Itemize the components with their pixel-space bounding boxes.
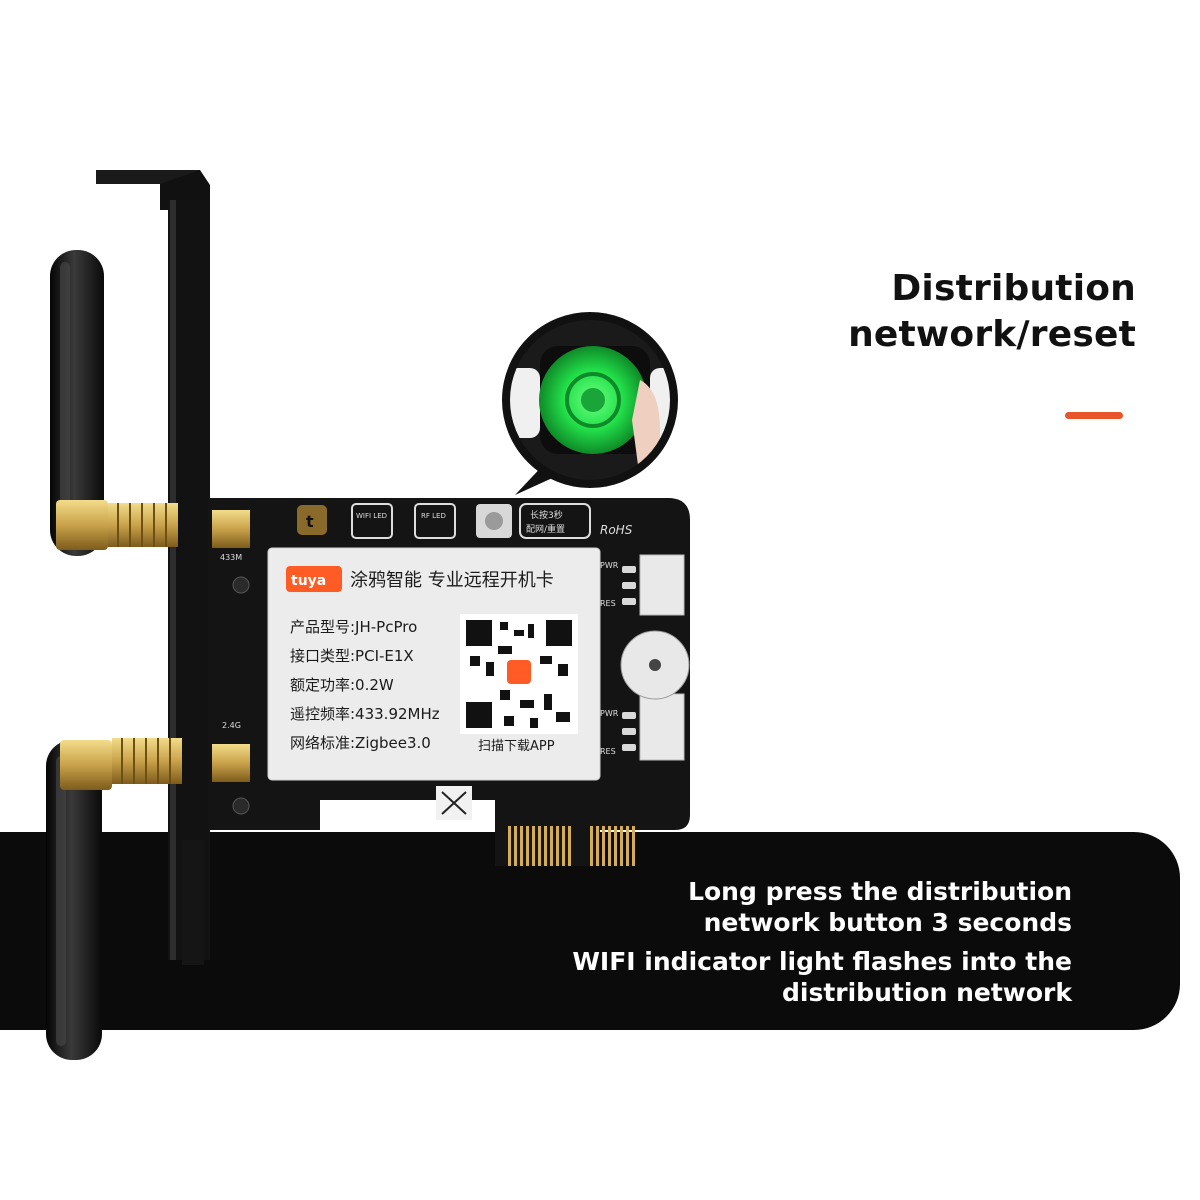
wifi-led-label: WIFI LED	[356, 512, 387, 520]
banner-line-1: Long press the distribution	[688, 877, 1072, 906]
qr-caption: 扫描下载APP	[478, 739, 555, 754]
product-label	[267, 547, 601, 781]
headline-line-2: network/reset	[848, 314, 1136, 355]
pwr-label: PWR	[600, 561, 619, 570]
spec-line: 遥控频率:433.92MHz	[290, 705, 440, 723]
gold-fingers	[505, 822, 635, 866]
rf-led-label: RF LED	[421, 512, 446, 520]
banner-line-2: network button 3 seconds	[703, 908, 1072, 937]
rf-led-marker	[414, 503, 456, 539]
res-label: RES	[600, 599, 616, 608]
headline-line-1: Distribution	[891, 268, 1136, 309]
banner-instruction-2: WIFI indicator light flashes into the di…	[432, 946, 1072, 1008]
rohs-mark: RoHS	[600, 523, 633, 537]
wifi-led-marker	[351, 503, 393, 539]
button-hint-line-2: 配网/重置	[526, 523, 565, 535]
header-connector	[639, 554, 685, 616]
antenna-24-label: 2.4G	[222, 721, 241, 730]
sma-connector-icon	[60, 738, 182, 790]
spec-line: 额定功率:0.2W	[290, 676, 394, 694]
spec-line: 产品型号:JH-PcPro	[290, 618, 417, 636]
antenna-icon	[46, 740, 102, 1060]
header-connector	[639, 693, 685, 761]
button-hint-box	[519, 503, 591, 539]
res-label: RES	[600, 747, 616, 756]
tuya-logo-icon	[297, 505, 327, 535]
banner-line-3: WIFI indicator light flashes into the	[572, 947, 1072, 976]
sma-connector-icon	[56, 500, 178, 550]
banner-line-4: distribution network	[781, 978, 1072, 1007]
ufl-connector	[212, 510, 250, 548]
headline: Distribution network/reset	[716, 266, 1136, 358]
tuya-brand-text: tuya	[291, 573, 326, 589]
antenna-433-label: 433M	[220, 553, 242, 562]
spec-line: 网络标准:Zigbee3.0	[290, 734, 431, 752]
ufl-connector	[212, 744, 250, 782]
antenna-icon	[50, 250, 104, 556]
tuya-brand-badge	[286, 566, 342, 592]
pci-bracket	[96, 170, 210, 965]
button-hint-line-1: 长按3秒	[530, 509, 563, 521]
button-zoom-callout	[502, 312, 678, 495]
pwr-label: PWR	[600, 709, 619, 718]
banner-instruction-1: Long press the distribution network butt…	[432, 876, 1072, 938]
svg-text:t: t	[306, 512, 314, 531]
accent-bar	[1065, 412, 1123, 419]
spec-line: 接口类型:PCI-E1X	[290, 647, 414, 665]
label-title: 涂鸦智能 专业远程开机卡	[350, 570, 554, 591]
screw-hole	[232, 797, 250, 815]
screw-hole	[232, 576, 250, 594]
